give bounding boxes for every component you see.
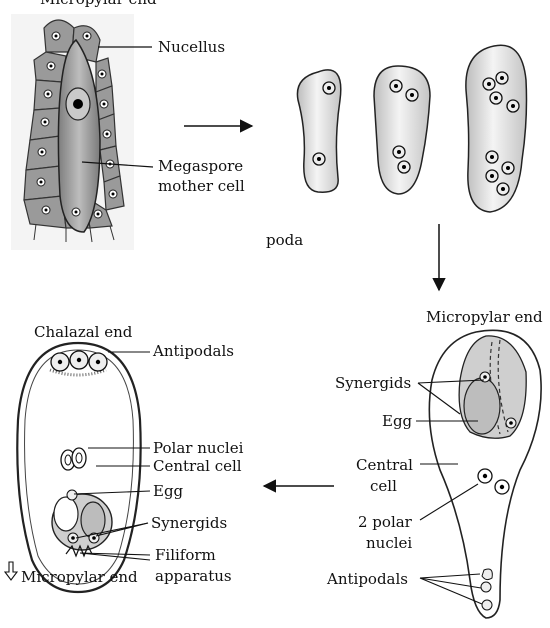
egg-right-label: Egg [382, 412, 413, 430]
nucellus-illustration [11, 14, 134, 250]
polar-nuclei-label: Polar nuclei [153, 439, 244, 457]
four-nucleate-stage [374, 66, 430, 194]
antipodals-left [51, 351, 107, 371]
mmc-label-line1: Megaspore [158, 157, 243, 175]
polar-label-line1: 2 polar [358, 513, 413, 531]
down-arrow-icon [5, 562, 17, 580]
central-cell-line1: Central [356, 456, 413, 474]
filiform-line1: Filiform [155, 546, 216, 564]
micropylar-end-right-label: Micropylar end [426, 308, 543, 326]
two-nucleate-stage [297, 70, 340, 192]
mmc-nucleolus [73, 99, 83, 109]
central-cell-line2: cell [370, 477, 397, 495]
antipodals-right [481, 569, 492, 610]
filiform-line2: apparatus [155, 567, 232, 585]
poda-label: poda [266, 231, 303, 249]
top-cut-label: Micropylar end [40, 0, 157, 8]
mmc-label-line2: mother cell [158, 177, 245, 195]
polar-label-line2: nuclei [366, 534, 412, 552]
central-cell-label: Central cell [153, 457, 242, 475]
nucellus-label: Nucellus [158, 38, 225, 56]
eight-nucleate-stage [466, 45, 527, 212]
micropylar-end-bottom-label: Micropylar end [21, 568, 138, 586]
antipodals-right-label: Antipodals [326, 570, 408, 588]
antipodals-left-label: Antipodals [152, 342, 234, 360]
synergids-right-label: Synergids [335, 374, 411, 392]
synergids-left-label: Synergids [151, 514, 227, 532]
egg-left-label: Egg [153, 482, 184, 500]
chalazal-end-label: Chalazal end [34, 323, 133, 341]
egg-right [464, 378, 500, 434]
embryo-sac-right [429, 330, 541, 618]
polar-nuclei-left [61, 448, 86, 470]
